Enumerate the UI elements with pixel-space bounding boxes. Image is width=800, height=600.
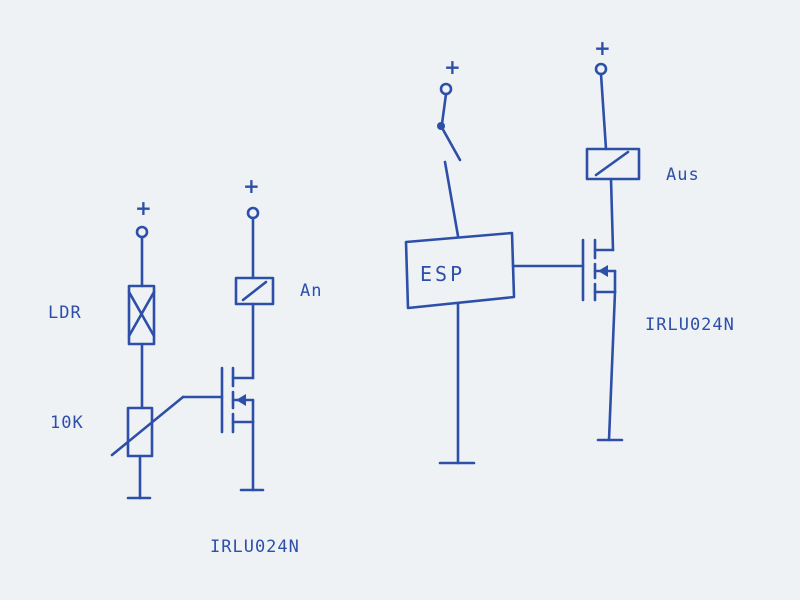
- mosfet-left-label: IRLU024N: [210, 537, 300, 557]
- supply-plus-relay-off: +: [594, 36, 612, 60]
- wire-relay-to-drain-off: [609, 177, 615, 252]
- mosfet-left-arrow: [236, 394, 246, 406]
- relay-coil-slash-on: [241, 280, 268, 302]
- esp-branch: + ESP: [404, 55, 585, 465]
- mosfet-right: [581, 238, 617, 302]
- esp-module: ESP: [404, 231, 516, 310]
- supply-plus-ldr: +: [135, 196, 153, 220]
- relay-coil-body-on: [234, 276, 275, 306]
- ldr-divider-branch: + LDR 10K: [48, 196, 224, 500]
- potentiometer-arrow: [110, 395, 185, 457]
- relay-coil-off: [585, 147, 641, 181]
- relay-coil-on: [234, 276, 275, 306]
- wire-switch-to-esp: [443, 160, 460, 238]
- potentiometer-symbol: [110, 395, 185, 458]
- wire-supply-to-relay-off: [599, 72, 608, 151]
- relay-on-branch: + An IRLU024N: [210, 174, 322, 557]
- wire-source-to-ground-off: [607, 290, 617, 442]
- ldr-symbol: [127, 284, 156, 346]
- supply-plus-relay-on: +: [243, 174, 261, 198]
- ldr-label: LDR: [48, 303, 82, 323]
- ldr-cross: [127, 290, 156, 338]
- switch-lever: [439, 124, 462, 162]
- esp-label: ESP: [420, 262, 465, 286]
- relay-coil-body-off: [585, 147, 641, 181]
- esp-box: [404, 231, 516, 310]
- supply-terminal-ldr: [135, 225, 149, 239]
- wire-supply-to-switch: [440, 92, 448, 126]
- supply-terminal-relay-on: [246, 206, 260, 220]
- relay-off-branch: + Aus IRLU024N: [581, 36, 735, 442]
- mosfet-left: [220, 366, 255, 434]
- mosfet-right-arrow: [598, 265, 608, 277]
- resistor-label: 10K: [50, 413, 84, 433]
- supply-plus-switch: +: [444, 55, 462, 79]
- relay-label-off: Aus: [666, 165, 700, 185]
- supply-terminal-relay-off: [594, 62, 608, 76]
- mosfet-right-label: IRLU024N: [645, 315, 735, 335]
- relay-coil-slash-off: [594, 150, 630, 177]
- supply-terminal-switch: [439, 82, 453, 96]
- relay-label-on: An: [300, 281, 322, 301]
